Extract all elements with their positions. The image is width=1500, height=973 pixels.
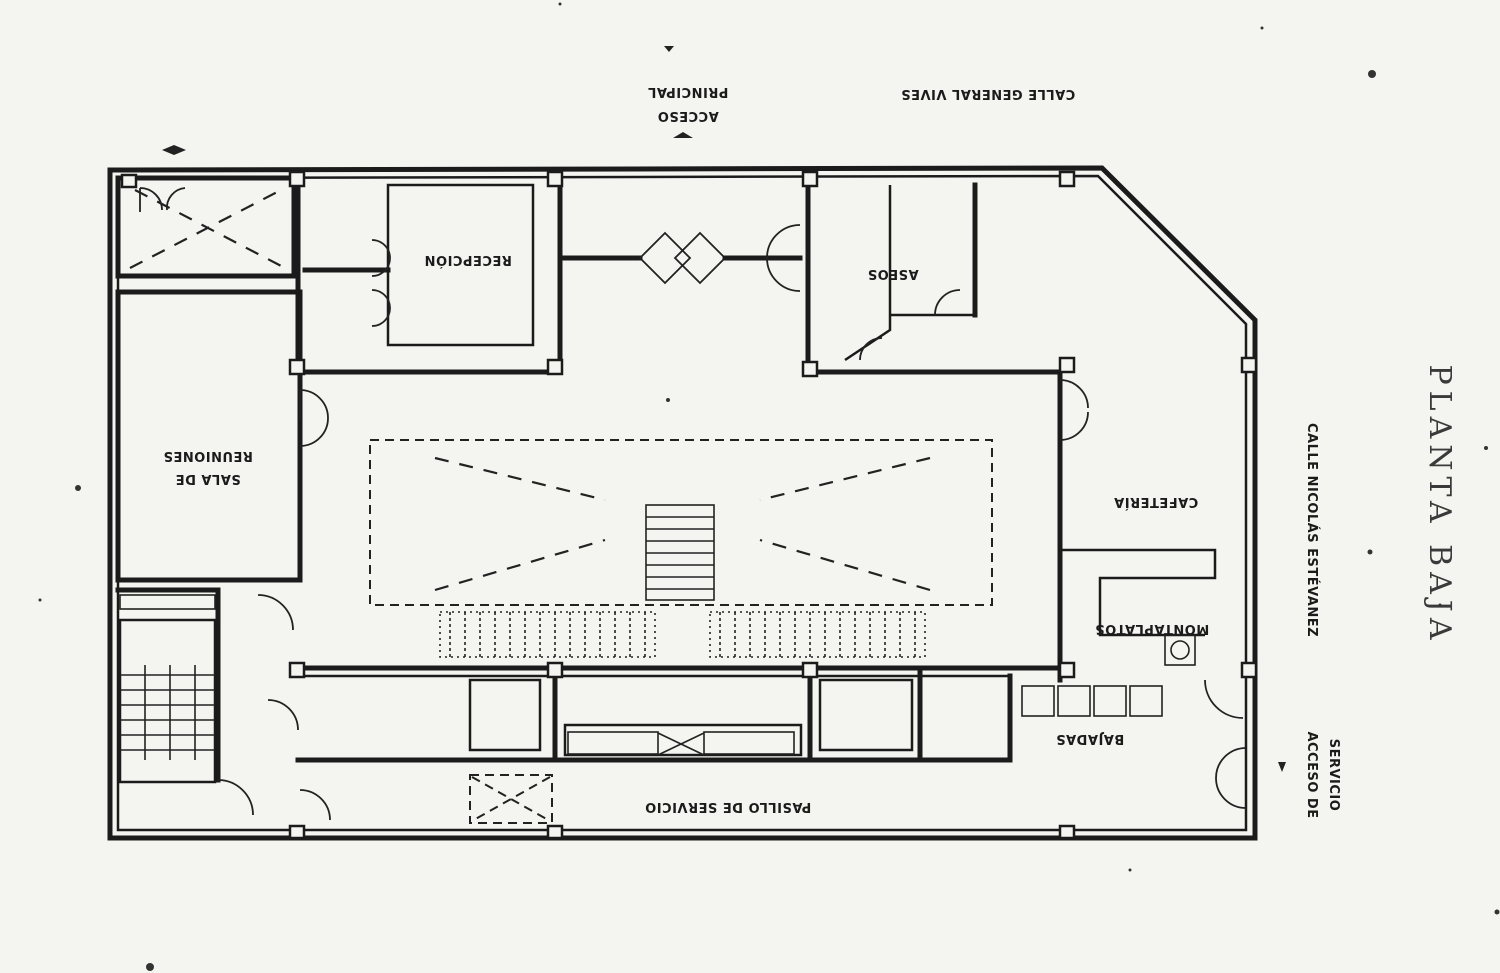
outer-walls xyxy=(107,165,1258,841)
central-stair xyxy=(645,504,715,601)
main-access-label-1: ACCESO xyxy=(657,108,718,123)
room-recepcion: RECEPCIÓN xyxy=(424,252,512,268)
central-atrium xyxy=(369,439,993,606)
drop-cabinets xyxy=(1021,685,1247,809)
structural-pillars xyxy=(120,170,1258,840)
street-east-label: CALLE NICOLÁS ESTÉVANEZ xyxy=(1304,423,1320,637)
room-sala-reuniones-1: SALA DE xyxy=(175,471,240,486)
cafeteria xyxy=(1057,369,1244,719)
service-access-label-2: SERVICIO xyxy=(1326,739,1341,812)
street-north-label: CALLE GENERAL VIVES xyxy=(901,86,1075,101)
service-access-label-1: ACCESO DE xyxy=(1304,731,1319,818)
reception-block xyxy=(295,175,563,375)
labels: CALLE GENERAL VIVES ACCESO PRINCIPAL REC… xyxy=(163,84,1457,819)
toilets-block xyxy=(805,173,1063,375)
room-pasillo-servicio: PASILLO DE SERVICIO xyxy=(645,799,812,814)
room-sala-reuniones-2: REUNIONES xyxy=(163,448,253,463)
room-bajadas: BAJADAS xyxy=(1056,731,1125,746)
meeting-room xyxy=(115,289,329,583)
room-cafeteria: CAFETERÍA xyxy=(1114,494,1199,510)
top-left-light-well xyxy=(115,175,297,279)
bottom-rooms xyxy=(295,665,1063,824)
access-arrows xyxy=(162,46,1286,772)
balustrade xyxy=(439,611,926,658)
room-montaplatos: MONTAPLATOS xyxy=(1095,621,1209,636)
scan-noise xyxy=(38,2,1500,971)
main-entrance xyxy=(557,224,803,292)
main-access-label-2: PRINCIPAL xyxy=(648,84,729,99)
plan-title: PLANTA BAJA xyxy=(1422,365,1457,646)
service-stair xyxy=(115,587,331,821)
room-aseos: ASEOS xyxy=(867,266,918,281)
